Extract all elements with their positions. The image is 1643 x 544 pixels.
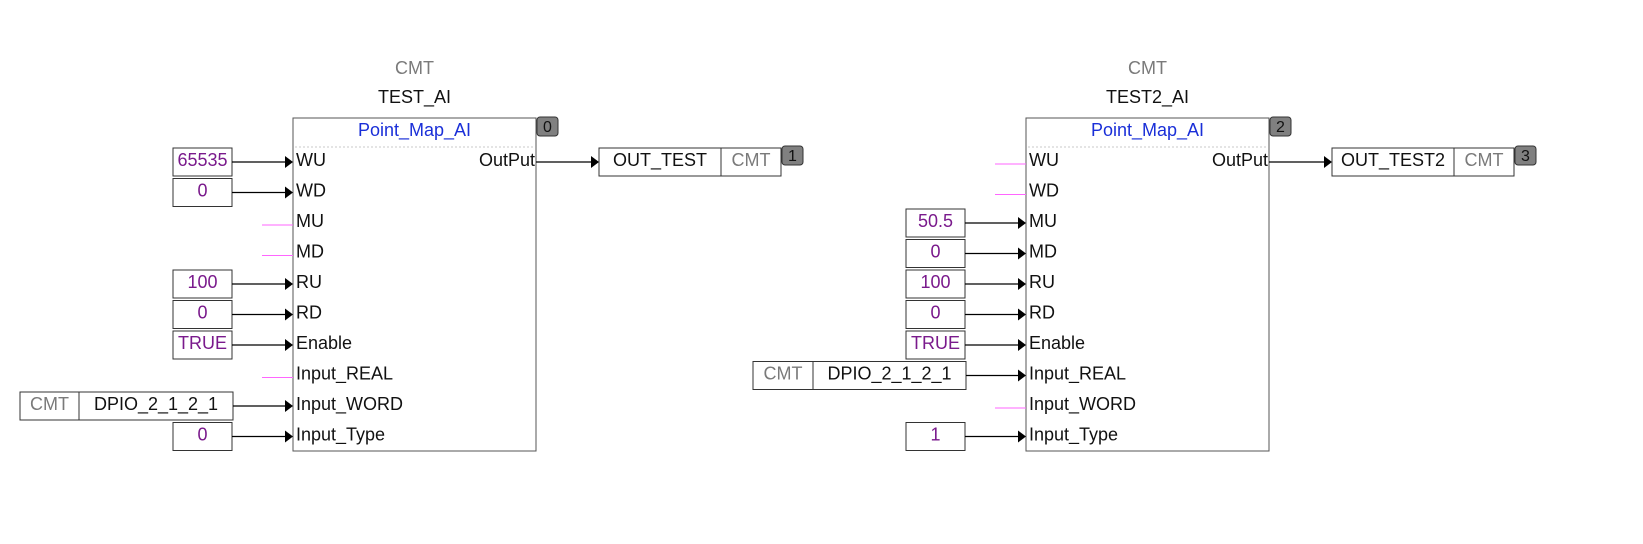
- input-arrowhead: [1018, 430, 1026, 443]
- input-pin-input-word: Input_WORD: [1029, 394, 1136, 415]
- input-pin-enable: Enable: [296, 333, 352, 353]
- execution-order-badge: [1269, 116, 1292, 137]
- input-arrowhead: [1018, 339, 1026, 351]
- execution-order-number: 1: [788, 148, 797, 165]
- execution-order-badge: [1514, 145, 1537, 166]
- input-pin-wu: WU: [1029, 150, 1059, 170]
- variable-name: DPIO_2_1_2_1: [94, 394, 218, 415]
- input-pin-wu: WU: [296, 150, 326, 170]
- constant-value: 1: [930, 425, 940, 445]
- output-variable-comment: CMT: [732, 150, 771, 170]
- constant-input-box[interactable]: [905, 422, 966, 451]
- input-pin-ru: RU: [296, 272, 322, 292]
- constant-input-box[interactable]: [905, 330, 966, 360]
- input-pin-rd: RD: [296, 303, 322, 323]
- input-arrowhead: [285, 430, 293, 443]
- variable-comment: CMT: [30, 394, 69, 414]
- constant-input-box[interactable]: [172, 147, 233, 177]
- execution-order-number: 0: [543, 119, 552, 136]
- constant-input-box[interactable]: [172, 330, 233, 360]
- constant-value: 65535: [177, 150, 227, 170]
- block-instance-name[interactable]: TEST2_AI: [1106, 87, 1189, 108]
- constant-input-box[interactable]: [905, 208, 966, 238]
- output-variable-box[interactable]: [598, 147, 782, 177]
- input-pin-input-real: Input_REAL: [1029, 364, 1126, 385]
- variable-input-box[interactable]: [752, 361, 967, 390]
- input-arrowhead: [285, 186, 293, 199]
- output-variable-comment: CMT: [1465, 150, 1504, 170]
- constant-value: 0: [197, 425, 207, 445]
- input-arrowhead: [1018, 278, 1026, 290]
- input-arrowhead: [285, 308, 293, 321]
- block-comment: CMT: [395, 58, 434, 78]
- execution-order-badge: [536, 116, 559, 137]
- input-arrowhead: [1018, 369, 1026, 382]
- input-pin-mu: MU: [1029, 211, 1057, 231]
- output-arrowhead: [1324, 156, 1332, 168]
- input-pin-md: MD: [1029, 242, 1057, 262]
- input-pin-ru: RU: [1029, 272, 1055, 292]
- input-pin-input-type: Input_Type: [296, 425, 385, 446]
- output-variable-name: OUT_TEST2: [1341, 150, 1445, 171]
- execution-order-number: 2: [1276, 119, 1285, 136]
- input-pin-mu: MU: [296, 211, 324, 231]
- output-pin-output: OutPut: [479, 150, 535, 170]
- input-pin-wd: WD: [296, 181, 326, 201]
- constant-value: 100: [187, 272, 217, 292]
- block-type-name: Point_Map_AI: [1091, 120, 1204, 141]
- input-pin-input-real: Input_REAL: [296, 364, 393, 385]
- variable-input-box[interactable]: [19, 391, 234, 421]
- input-arrowhead: [1018, 217, 1026, 229]
- input-arrowhead: [285, 339, 293, 351]
- block-instance-name[interactable]: TEST_AI: [378, 87, 451, 108]
- constant-value: 0: [930, 242, 940, 262]
- execution-order-badge: [781, 145, 804, 166]
- constant-input-box[interactable]: [905, 300, 966, 329]
- input-pin-input-word: Input_WORD: [296, 394, 403, 415]
- constant-value: TRUE: [178, 333, 227, 353]
- input-arrowhead: [285, 400, 293, 412]
- output-arrowhead: [591, 156, 599, 168]
- variable-name: DPIO_2_1_2_1: [827, 364, 951, 385]
- input-arrowhead: [285, 278, 293, 290]
- block-comment: CMT: [1128, 58, 1167, 78]
- input-pin-wd: WD: [1029, 181, 1059, 201]
- constant-value: 100: [920, 272, 950, 292]
- block-body[interactable]: [1025, 117, 1270, 452]
- execution-order-number: 3: [1521, 148, 1530, 165]
- constant-input-box[interactable]: [172, 269, 233, 299]
- block-type-name: Point_Map_AI: [358, 120, 471, 141]
- constant-value: 0: [930, 303, 940, 323]
- constant-value: 0: [197, 303, 207, 323]
- input-arrowhead: [1018, 308, 1026, 321]
- constant-input-box[interactable]: [905, 269, 966, 299]
- output-variable-box[interactable]: [1331, 147, 1515, 177]
- input-arrowhead: [1018, 247, 1026, 260]
- input-pin-rd: RD: [1029, 303, 1055, 323]
- input-pin-enable: Enable: [1029, 333, 1085, 353]
- constant-value: TRUE: [911, 333, 960, 353]
- variable-comment: CMT: [764, 364, 803, 384]
- constant-input-box[interactable]: [905, 239, 966, 268]
- input-pin-md: MD: [296, 242, 324, 262]
- block-body[interactable]: [292, 117, 537, 452]
- output-variable-name: OUT_TEST: [613, 150, 707, 171]
- constant-input-box[interactable]: [172, 178, 233, 207]
- input-pin-input-type: Input_Type: [1029, 425, 1118, 446]
- input-arrowhead: [285, 156, 293, 168]
- constant-value: 0: [197, 181, 207, 201]
- output-pin-output: OutPut: [1212, 150, 1268, 170]
- constant-value: 50.5: [918, 211, 953, 231]
